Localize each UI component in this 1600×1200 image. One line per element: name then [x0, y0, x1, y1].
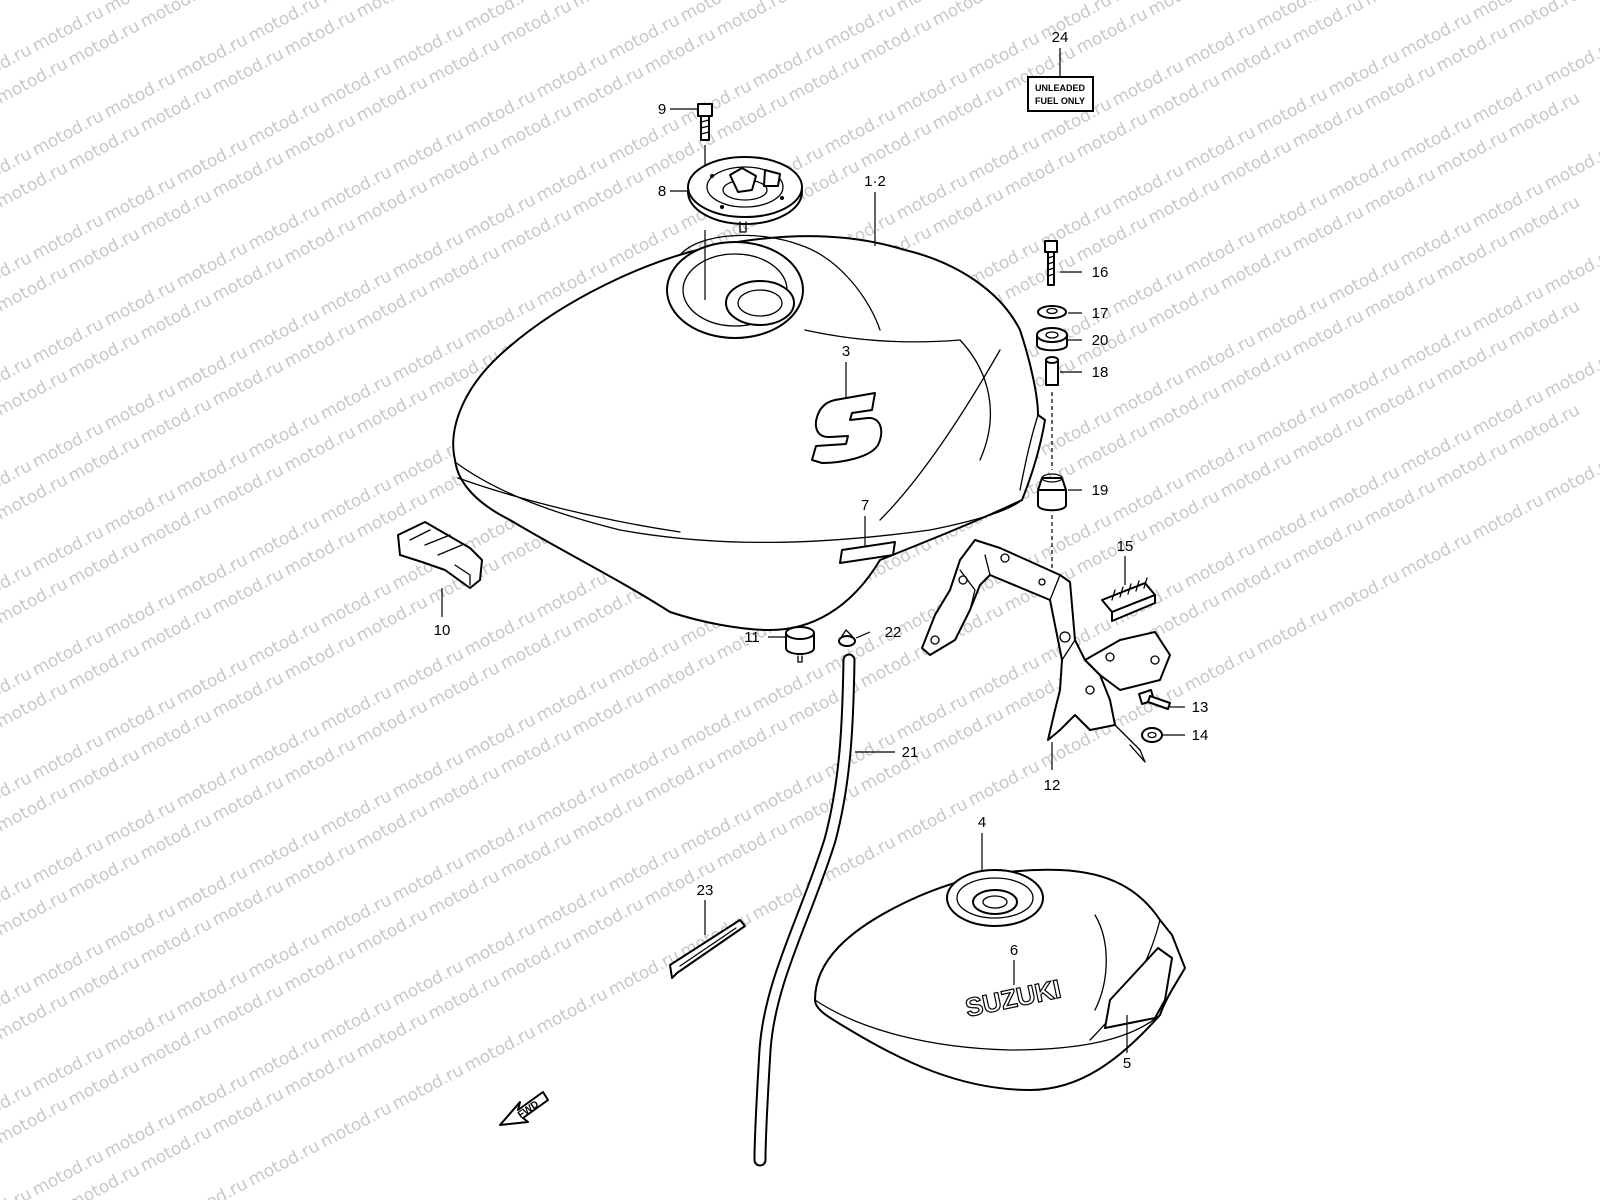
bracket-12 — [921, 539, 1171, 763]
clip-10 — [397, 521, 483, 589]
callout-13: 13 — [1192, 699, 1209, 716]
callout-6: 6 — [1010, 942, 1018, 959]
clamp-22 — [838, 629, 856, 647]
watermark-text: motod.ru — [893, 794, 971, 848]
watermark-text: motod.ru — [1361, 0, 1439, 10]
watermark-text: motod.ru — [1469, 490, 1547, 544]
callout-23: 23 — [697, 882, 714, 899]
callout-12: 12 — [1044, 777, 1061, 794]
watermark-text: motod.ru — [1505, 0, 1583, 38]
callout-9: 9 — [658, 101, 666, 118]
watermark-text: motod.ru — [1541, 36, 1600, 90]
mount-hardware-stack — [1036, 240, 1068, 580]
damper-15 — [1101, 577, 1156, 622]
bolt-13 — [1138, 689, 1171, 710]
watermark-text: motod.ru — [785, 0, 863, 2]
watermark-text: motod.ru — [929, 0, 1007, 30]
watermark-text: motod.ru — [1541, 244, 1600, 298]
watermark-text: motod.ru — [533, 984, 611, 1038]
watermark-text: motod.ru — [173, 1174, 251, 1200]
watermark-text: motod.ru — [1145, 0, 1223, 20]
watermark-text: motod.ru — [245, 1136, 323, 1190]
bolt-9 — [697, 103, 713, 141]
watermark-text: motod.ru — [713, 0, 791, 40]
watermark-text: motod.ru — [389, 1060, 467, 1114]
callout-17: 17 — [1092, 305, 1109, 322]
watermark-text: motod.ru — [317, 1098, 395, 1152]
callout-22: 22 — [885, 624, 902, 641]
callout-11: 11 — [744, 629, 760, 646]
watermark-text: motod.ru — [137, 0, 215, 32]
cap-11 — [785, 626, 815, 663]
callout-14: 14 — [1192, 727, 1209, 744]
fuel-tank-lower: SUZUKI — [814, 868, 1186, 1091]
hose-21 — [753, 653, 856, 1167]
fwd-arrow-icon: FWD — [499, 1091, 549, 1126]
callout-15: 15 — [1117, 538, 1134, 555]
label-24-line2: FUEL ONLY — [1035, 96, 1085, 106]
watermark-text: motod.ru — [461, 1022, 539, 1076]
washer-14 — [1141, 727, 1163, 743]
callout-21: 21 — [902, 744, 919, 761]
label-24-unleaded: UNLEADED FUEL ONLY — [1027, 76, 1094, 112]
watermark-text: motod.ru — [1181, 642, 1259, 696]
watermark-text: motod.ru — [1325, 566, 1403, 620]
callout-3: 3 — [842, 343, 850, 360]
stripe-23 — [669, 919, 746, 979]
fuel-tank-main — [452, 234, 1046, 631]
callout-10: 10 — [434, 622, 451, 639]
callout-20: 20 — [1092, 332, 1109, 349]
watermark-text: motod.ru — [965, 756, 1043, 810]
callout-24: 24 — [1052, 29, 1069, 46]
fuel-cap — [687, 156, 803, 233]
watermark-text: motod.ru — [1253, 604, 1331, 658]
callout-19: 19 — [1092, 482, 1109, 499]
callout-8: 8 — [658, 183, 666, 200]
watermark-text: motod.ru — [1541, 452, 1600, 506]
leader-lines — [441, 48, 1185, 1053]
callouts: 24 9 8 1·2 3 7 16 17 20 18 19 15 10 11 2… — [434, 29, 1209, 1072]
callout-18: 18 — [1092, 364, 1109, 381]
watermark-text: motod.ru — [1541, 140, 1600, 194]
callout-4: 4 — [978, 814, 986, 831]
watermark-text: motod.ru — [569, 0, 647, 12]
callout-1-2: 1·2 — [864, 173, 886, 190]
callout-16: 16 — [1092, 264, 1109, 281]
callout-7: 7 — [861, 497, 869, 514]
callout-5: 5 — [1123, 1055, 1131, 1072]
watermark-text: motod.ru — [1397, 528, 1475, 582]
watermark-text: motod.ru — [353, 0, 431, 22]
watermark-text: motod.ru — [0, 0, 71, 4]
watermark-text: motod.ru — [1541, 348, 1600, 402]
label-24-line1: UNLEADED — [1035, 83, 1086, 93]
